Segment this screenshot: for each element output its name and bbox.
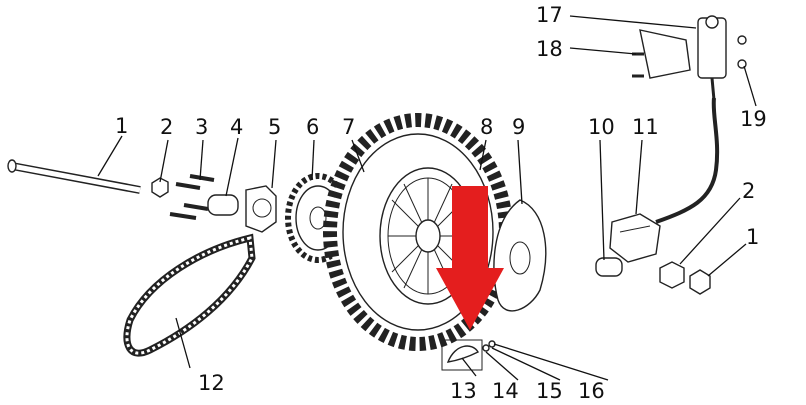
callout-4: 4 — [230, 115, 243, 139]
callout-8: 8 — [480, 115, 493, 139]
callout-5: 5 — [268, 115, 281, 139]
axle-nut-right — [659, 261, 685, 289]
callout-14: 14 — [492, 379, 519, 403]
callout-7: 7 — [342, 115, 355, 139]
callout-1-right: 1 — [746, 225, 759, 249]
leader-lines — [97, 15, 757, 381]
callout-6: 6 — [306, 115, 319, 139]
spacer — [207, 194, 239, 216]
callout-10: 10 — [588, 115, 615, 139]
sprocket-bolts — [169, 174, 215, 220]
axle-nut-left — [151, 177, 169, 198]
axle-washer-right — [689, 269, 711, 295]
callout-labels: 1 2 3 4 5 6 7 8 9 10 11 17 18 19 2 1 12 … — [115, 3, 767, 403]
callout-13: 13 — [450, 379, 477, 403]
callout-12: 12 — [198, 371, 225, 395]
right-spacer — [595, 257, 623, 277]
callout-15: 15 — [536, 379, 563, 403]
highlight-arrow — [436, 186, 504, 330]
master-cylinder — [632, 15, 747, 101]
callout-19: 19 — [740, 107, 767, 131]
callout-2-left: 2 — [160, 115, 173, 139]
drive-chain — [123, 233, 256, 357]
callout-17: 17 — [536, 3, 563, 27]
brake-caliper — [609, 213, 661, 263]
brake-disc — [493, 199, 547, 312]
callout-9: 9 — [512, 115, 525, 139]
small-parts-group — [441, 339, 496, 371]
callout-1-left: 1 — [115, 114, 128, 138]
rear-axle — [7, 159, 141, 194]
callout-18: 18 — [536, 37, 563, 61]
callout-3: 3 — [195, 115, 208, 139]
callout-16: 16 — [578, 379, 605, 403]
callout-11: 11 — [632, 115, 659, 139]
brake-hose — [655, 97, 720, 224]
sprocket-bracket — [245, 185, 277, 233]
callout-2-right: 2 — [742, 179, 755, 203]
